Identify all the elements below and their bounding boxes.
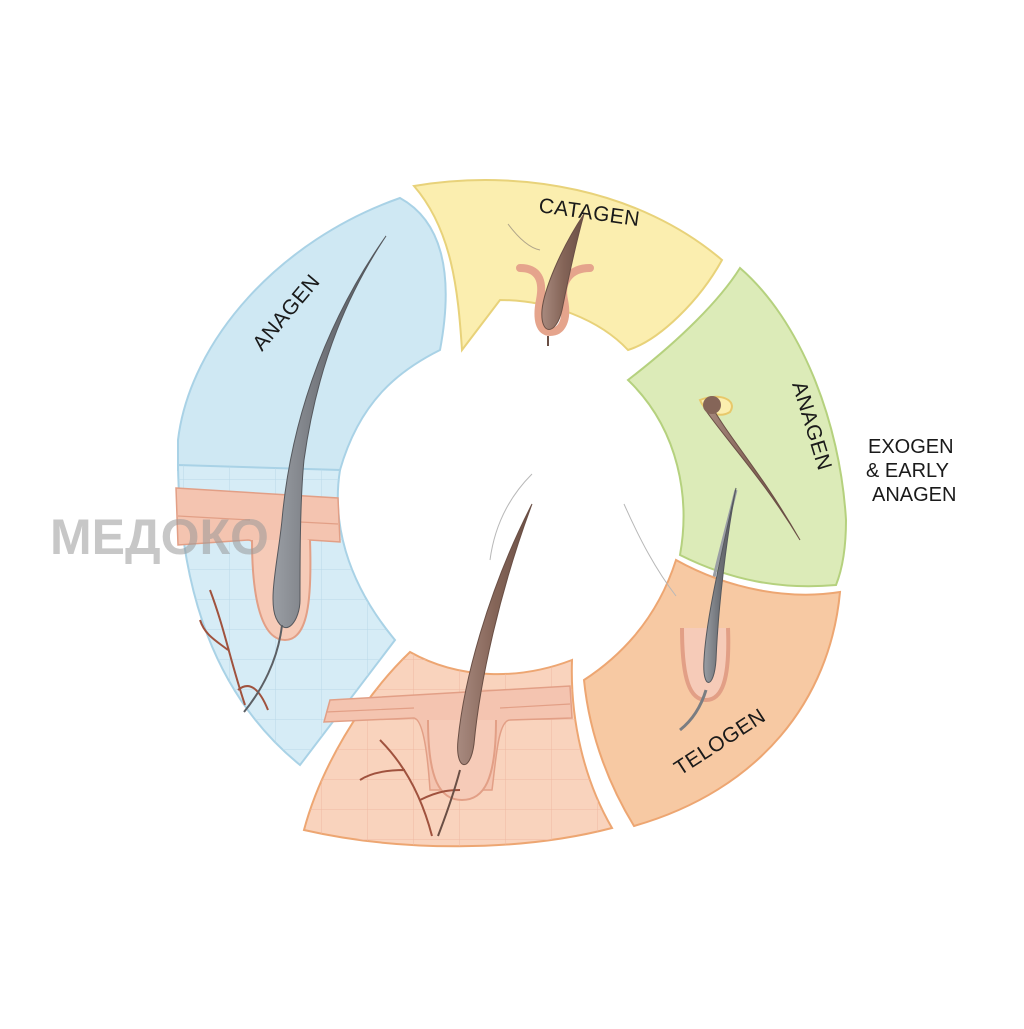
segment-anagen-left xyxy=(177,196,447,471)
label-exogen-line3: ANAGEN xyxy=(872,484,956,506)
watermark: МЕДОКО xyxy=(50,509,269,565)
segment-new-growth xyxy=(302,473,677,848)
segment-telogen xyxy=(582,487,842,828)
label-exogen-line2: & EARLY xyxy=(866,460,949,482)
label-exogen-line1: EXOGEN xyxy=(868,436,954,458)
watermark-text: МЕДОКО xyxy=(50,509,269,565)
segment-anagen-right xyxy=(626,266,848,621)
segment-catagen xyxy=(412,179,724,353)
segment-anagen-skin xyxy=(175,235,397,767)
